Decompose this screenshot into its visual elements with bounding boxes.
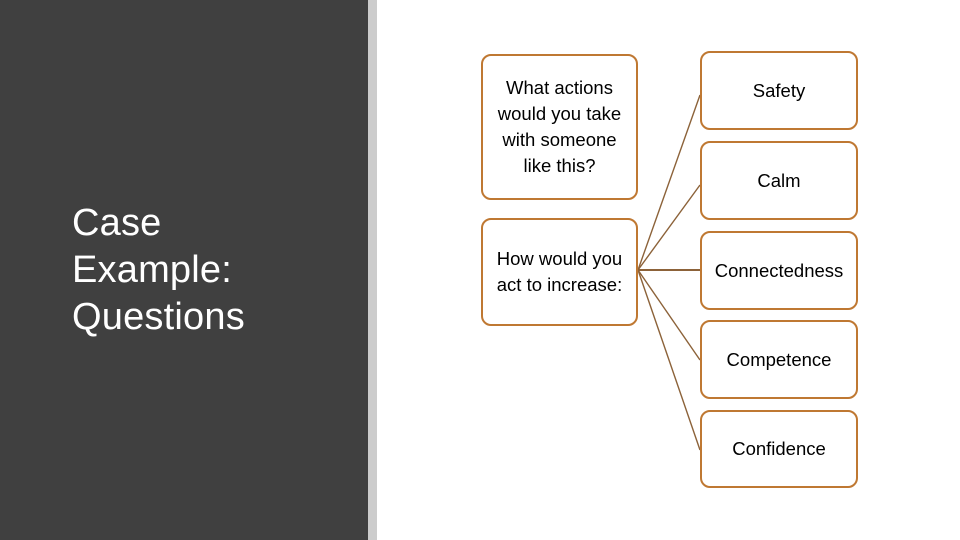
connector-line-4 [637, 269, 701, 361]
question-node-increase[interactable]: How would you act to increase: [481, 218, 638, 326]
page-title: Case Example: Questions [72, 202, 245, 338]
outcome-node-confidence[interactable]: Confidence [700, 410, 858, 488]
connector-line-1 [637, 94, 701, 271]
outcome-node-confidence-label: Confidence [732, 438, 826, 459]
outcome-node-calm[interactable]: Calm [700, 141, 858, 220]
outcome-node-competence-label: Competence [726, 348, 832, 370]
question-node-increase-label: How would you act to increase: [496, 248, 623, 295]
outcome-node-competence[interactable]: Competence [700, 320, 858, 399]
panel-divider [368, 0, 377, 540]
question-node-actions-label: What actions would you take with someone… [497, 77, 622, 176]
connector-line-5 [637, 269, 701, 451]
outcome-node-calm-label: Calm [757, 169, 801, 191]
connector-line-2 [637, 184, 701, 271]
outcome-node-safety-label: Safety [752, 79, 806, 101]
title-panel [0, 0, 368, 540]
outcome-node-safety[interactable]: Safety [700, 51, 858, 130]
outcome-node-connectedness-label: Connectedness [714, 259, 844, 281]
question-node-actions[interactable]: What actions would you take with someone… [481, 54, 638, 200]
outcome-node-connectedness[interactable]: Connectedness [700, 231, 858, 310]
